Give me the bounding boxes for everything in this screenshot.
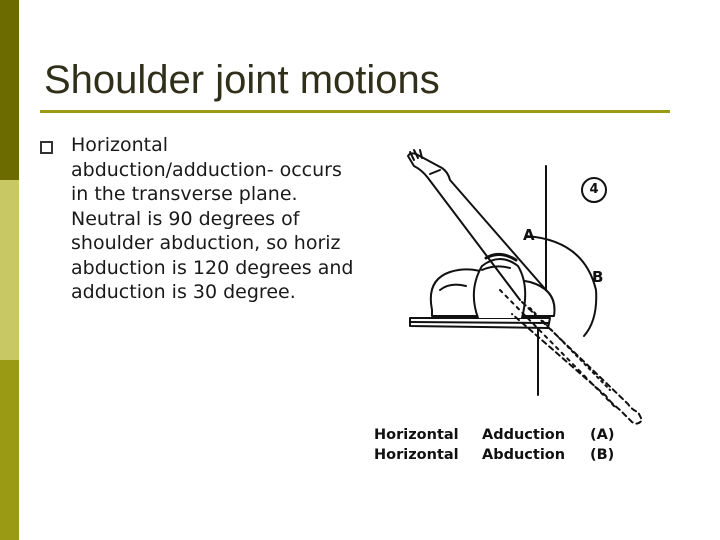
sidebar-band-middle [0,180,19,360]
point-label-b: B [592,268,604,286]
legend-key: (B) [590,447,615,463]
legend-motion: Adduction [482,427,566,443]
legend-motion: Abduction [482,447,566,463]
legend-row-abduction: Horizontal Abduction (B) [374,445,614,465]
sidebar-band-bottom [0,360,19,540]
legend-term: Horizontal [374,427,459,443]
legend-term: Horizontal [374,447,459,463]
legend-row-adduction: Horizontal Adduction (A) [374,425,614,445]
title-underline [40,110,670,113]
sidebar-band-top [0,0,19,180]
shoulder-illustration [407,149,643,425]
point-label-a: A [523,226,535,244]
bullet-text: Horizontal abduction/adduction- occurs i… [71,134,354,303]
square-bullet-icon [40,141,53,154]
slide-title: Shoulder joint motions [44,58,440,102]
legend-key: (A) [590,427,615,443]
figure-number-badge: 4 [581,177,607,203]
